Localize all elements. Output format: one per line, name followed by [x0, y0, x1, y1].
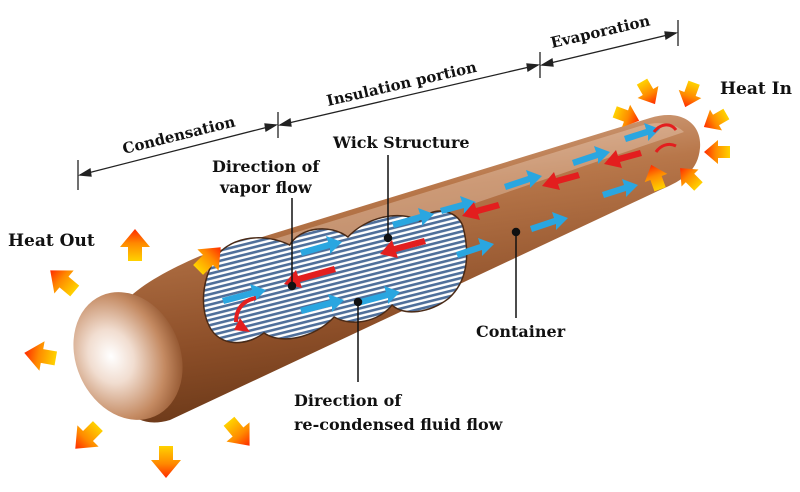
fluid-arrow — [504, 170, 542, 190]
fluid-arrow — [440, 196, 476, 214]
fluid-flow-label-1: Direction of — [294, 391, 402, 410]
fluid-arrow — [530, 212, 568, 232]
heat-in-arrow — [678, 80, 702, 108]
evaporation-label: Evaporation — [549, 12, 652, 52]
heat-out-arrow — [24, 341, 58, 371]
vapor-arrow — [234, 318, 250, 332]
section-dimensions — [77, 20, 679, 190]
fluid-arrow — [456, 238, 494, 258]
vapor-arrow — [284, 266, 336, 288]
pipe-cap — [73, 292, 183, 420]
heat-in-arrow — [680, 168, 703, 191]
heat-out-arrow — [151, 446, 181, 478]
heat-out-arrows — [24, 229, 250, 478]
heat-out-arrow — [223, 416, 250, 446]
vapor-flow-label-1: Direction of — [212, 157, 320, 176]
fluid-arrow — [602, 179, 638, 198]
vapor-flow-label-2: vapor flow — [219, 178, 313, 197]
fluid-arrow — [356, 286, 400, 306]
heat-out-arrow — [193, 247, 221, 275]
heat-in-arrow — [703, 108, 730, 131]
heat-in-arrow — [644, 164, 668, 192]
fluid-arrow — [300, 294, 344, 314]
vapor-flow-arrows — [234, 123, 678, 332]
condensation-label: Condensation — [121, 112, 238, 157]
heat-in-arrows — [612, 78, 730, 192]
heat-in-arrow — [612, 104, 640, 128]
vapor-arrow — [234, 296, 257, 323]
heat-in-arrow — [704, 140, 730, 164]
vapor-arrow — [542, 172, 580, 190]
evaporation-dim-line — [541, 32, 677, 66]
insulation-dim-line — [279, 64, 539, 126]
vapor-arrow — [604, 150, 642, 168]
condensation-dim-line — [79, 124, 277, 176]
heat-out-arrow — [50, 270, 80, 297]
fluid-arrow — [300, 236, 342, 256]
container-label: Container — [476, 322, 566, 341]
heat-in-label: Heat In — [720, 79, 792, 99]
vapor-arrow — [462, 202, 500, 220]
heat-out-arrow — [75, 421, 103, 449]
vapor-arrow — [652, 123, 678, 133]
wick-structure-label: Wick Structure — [332, 133, 470, 152]
fluid-arrow — [392, 208, 434, 228]
fluid-arrow — [572, 146, 610, 166]
vapor-arrow — [380, 238, 426, 258]
heat-out-arrow — [120, 229, 150, 261]
callout-leaders — [287, 155, 521, 382]
fluid-arrow — [624, 123, 660, 142]
vapor-arrow — [654, 142, 677, 153]
heat-in-arrow — [636, 78, 659, 105]
heat-out-label: Heat Out — [8, 231, 95, 251]
fluid-flow-label-2: re-condensed fluid flow — [294, 415, 504, 434]
